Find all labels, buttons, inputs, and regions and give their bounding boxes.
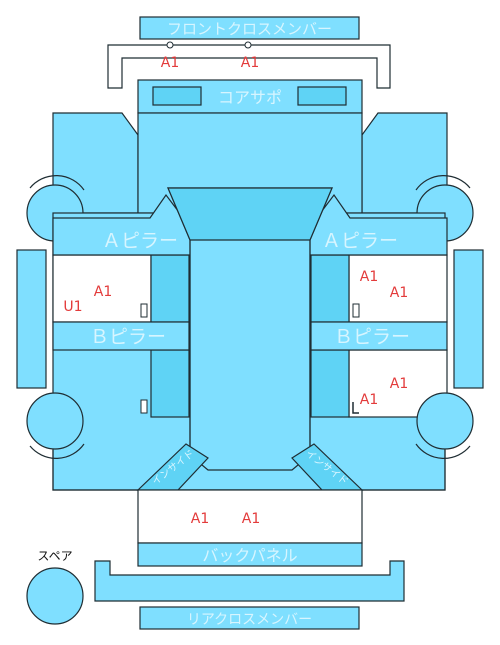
rear-right-wheelarch — [415, 443, 471, 459]
front-cross-member[interactable] — [139, 16, 360, 40]
core-support-left-hole — [152, 86, 202, 106]
right-rear-marker — [352, 402, 359, 414]
rear-bumper-reinforcement[interactable] — [94, 560, 405, 602]
core-support-right-hole — [297, 86, 347, 106]
right-side-sill[interactable] — [453, 249, 484, 389]
front-mark-2: A1 — [241, 55, 259, 71]
front-mount-left — [166, 41, 174, 49]
back-panel-label: バックパネル — [202, 546, 297, 565]
rear-left-wheel[interactable] — [26, 392, 84, 450]
b-pillar-right[interactable] — [310, 321, 448, 351]
windshield-area — [167, 187, 333, 241]
rear-mark-1: A1 — [191, 511, 209, 527]
front-cross-member-label: フロントクロスメンバー — [167, 20, 332, 38]
spare-tire[interactable] — [26, 567, 84, 625]
core-support-label: コアサポ — [218, 88, 282, 107]
front-bumper-reinforcement[interactable] — [107, 44, 391, 89]
left-rear-rocker[interactable] — [150, 349, 190, 418]
front-left-wheelarch — [29, 175, 85, 191]
a-pillar-right-label: Ａピラー — [322, 230, 398, 252]
rear-left-wheelarch — [29, 443, 85, 459]
rear-cross-member-label: リアクロスメンバー — [187, 612, 312, 628]
left-front-marker — [140, 303, 148, 318]
b-pillar-right-label: Ｂピラー — [334, 326, 410, 348]
right-lower-mark-2: A1 — [360, 392, 378, 408]
front-mark-1: A1 — [161, 55, 179, 71]
rear-right-wheel[interactable] — [416, 392, 474, 450]
left-upper-mark: A1 — [94, 284, 112, 300]
b-pillar-left[interactable] — [52, 321, 190, 351]
right-upper-mark-2: A1 — [390, 285, 408, 301]
back-panel[interactable] — [137, 542, 363, 567]
right-rear-rocker[interactable] — [310, 349, 350, 418]
left-upper-u-mark: U1 — [63, 299, 82, 315]
right-front-rocker[interactable] — [310, 254, 350, 323]
left-rear-marker — [140, 399, 148, 414]
front-mount-right — [244, 41, 252, 49]
left-side-sill[interactable] — [16, 249, 47, 389]
a-pillar-left-label: Ａピラー — [102, 230, 178, 252]
b-pillar-left-label: Ｂピラー — [90, 326, 166, 348]
rear-cross-member[interactable] — [139, 606, 360, 630]
left-front-rocker[interactable] — [150, 254, 190, 323]
right-upper-mark-1: A1 — [360, 269, 378, 285]
left-front-door-area[interactable] — [52, 254, 152, 323]
rear-mark-2: A1 — [242, 511, 260, 527]
right-lower-mark-1: A1 — [390, 376, 408, 392]
front-right-wheelarch — [415, 175, 471, 191]
trunk-floor[interactable] — [137, 489, 363, 544]
spare-label: スペア — [37, 549, 72, 563]
right-front-marker — [352, 303, 360, 318]
